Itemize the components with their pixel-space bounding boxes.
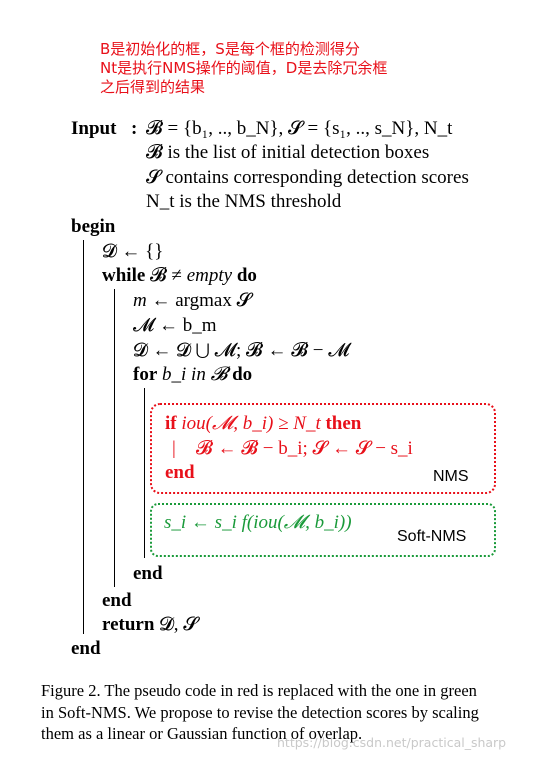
input-desc-threshold: N_t is the NMS threshold: [146, 191, 342, 212]
annotation-line-2: Nt是执行NMS操作的阈值，D是去除冗余框: [100, 59, 388, 77]
return-value: 𝓓, 𝓢: [159, 614, 198, 635]
end-for-keyword: end: [133, 563, 163, 584]
indent-rule-while: [114, 289, 115, 587]
for-line: for b_i in 𝓑 do: [133, 363, 252, 387]
end-main-keyword: end: [71, 638, 101, 659]
nms-label: NMS: [433, 468, 469, 485]
nms-end-keyword: end: [165, 462, 195, 483]
soft-nms-label: Soft-NMS: [397, 528, 467, 545]
return-keyword: return: [102, 614, 155, 635]
for-do: do: [232, 364, 253, 385]
indent-rule-for: [144, 388, 145, 558]
while-do: do: [236, 265, 257, 286]
input-desc-boxes: 𝓑 is the list of initial detection boxes: [146, 142, 430, 163]
assign-m: 𝓜 ← b_m: [133, 315, 217, 336]
end-while-keyword: end: [102, 590, 132, 611]
soft-nms-box: [150, 503, 496, 557]
while-keyword: while: [102, 265, 146, 286]
input-sets: 𝓑 = {b₁, .., b_N}, 𝓢 = {s₁, .., s_N}, N_…: [146, 118, 453, 139]
while-line: while 𝓑 ≠ empty do: [102, 264, 257, 288]
return-line: return 𝓓, 𝓢: [102, 613, 198, 637]
for-cond: b_i in 𝓑: [162, 364, 228, 385]
nms-bar: |: [172, 438, 176, 459]
nms-body: 𝓑 ← 𝓑 − b_i; 𝓢 ← 𝓢 − s_i: [196, 438, 413, 459]
annotation-line-3: 之后得到的结果: [100, 78, 206, 96]
while-cond-empty: empty: [186, 265, 233, 286]
argmax-rhs: argmax 𝓢: [175, 290, 252, 311]
nms-if-line: if iou(𝓜, b_i) ≥ N_t then: [165, 412, 361, 436]
begin-keyword: begin: [71, 216, 116, 237]
init-d: 𝓓 ← {}: [102, 241, 164, 262]
for-keyword: for: [133, 364, 158, 385]
watermark: https://blog.csdn.net/practical_sharp: [277, 735, 507, 750]
nms-if-keyword: if: [165, 413, 177, 434]
soft-nms-expr: s_i ← s_i f(iou(𝓜, b_i)): [164, 512, 352, 533]
caption-line-3: them as a linear or Gaussian function of…: [41, 724, 363, 743]
input-keyword: Input: [71, 118, 117, 139]
caption-line-1: Figure 2. The pseudo code in red is repl…: [41, 681, 477, 700]
argmax-line: m ← argmax 𝓢: [133, 289, 251, 313]
nms-box: [150, 403, 496, 494]
nms-then-keyword: then: [325, 413, 362, 434]
nms-if-cond: iou(𝓜, b_i) ≥ N_t: [181, 413, 321, 434]
annotation-line-1: B是初始化的框，S是每个框的检测得分: [100, 40, 360, 58]
input-colon: :: [131, 118, 138, 139]
caption-line-2: in Soft-NMS. We propose to revise the de…: [41, 703, 479, 722]
while-cond-lhs: 𝓑 ≠: [150, 265, 182, 286]
input-desc-scores: 𝓢 contains corresponding detection score…: [146, 167, 469, 188]
argmax-lhs: m ←: [133, 290, 171, 311]
indent-rule-main: [83, 240, 84, 634]
update-line: 𝓓 ← 𝓓 ⋃ 𝓜; 𝓑 ← 𝓑 − 𝓜: [133, 340, 350, 361]
